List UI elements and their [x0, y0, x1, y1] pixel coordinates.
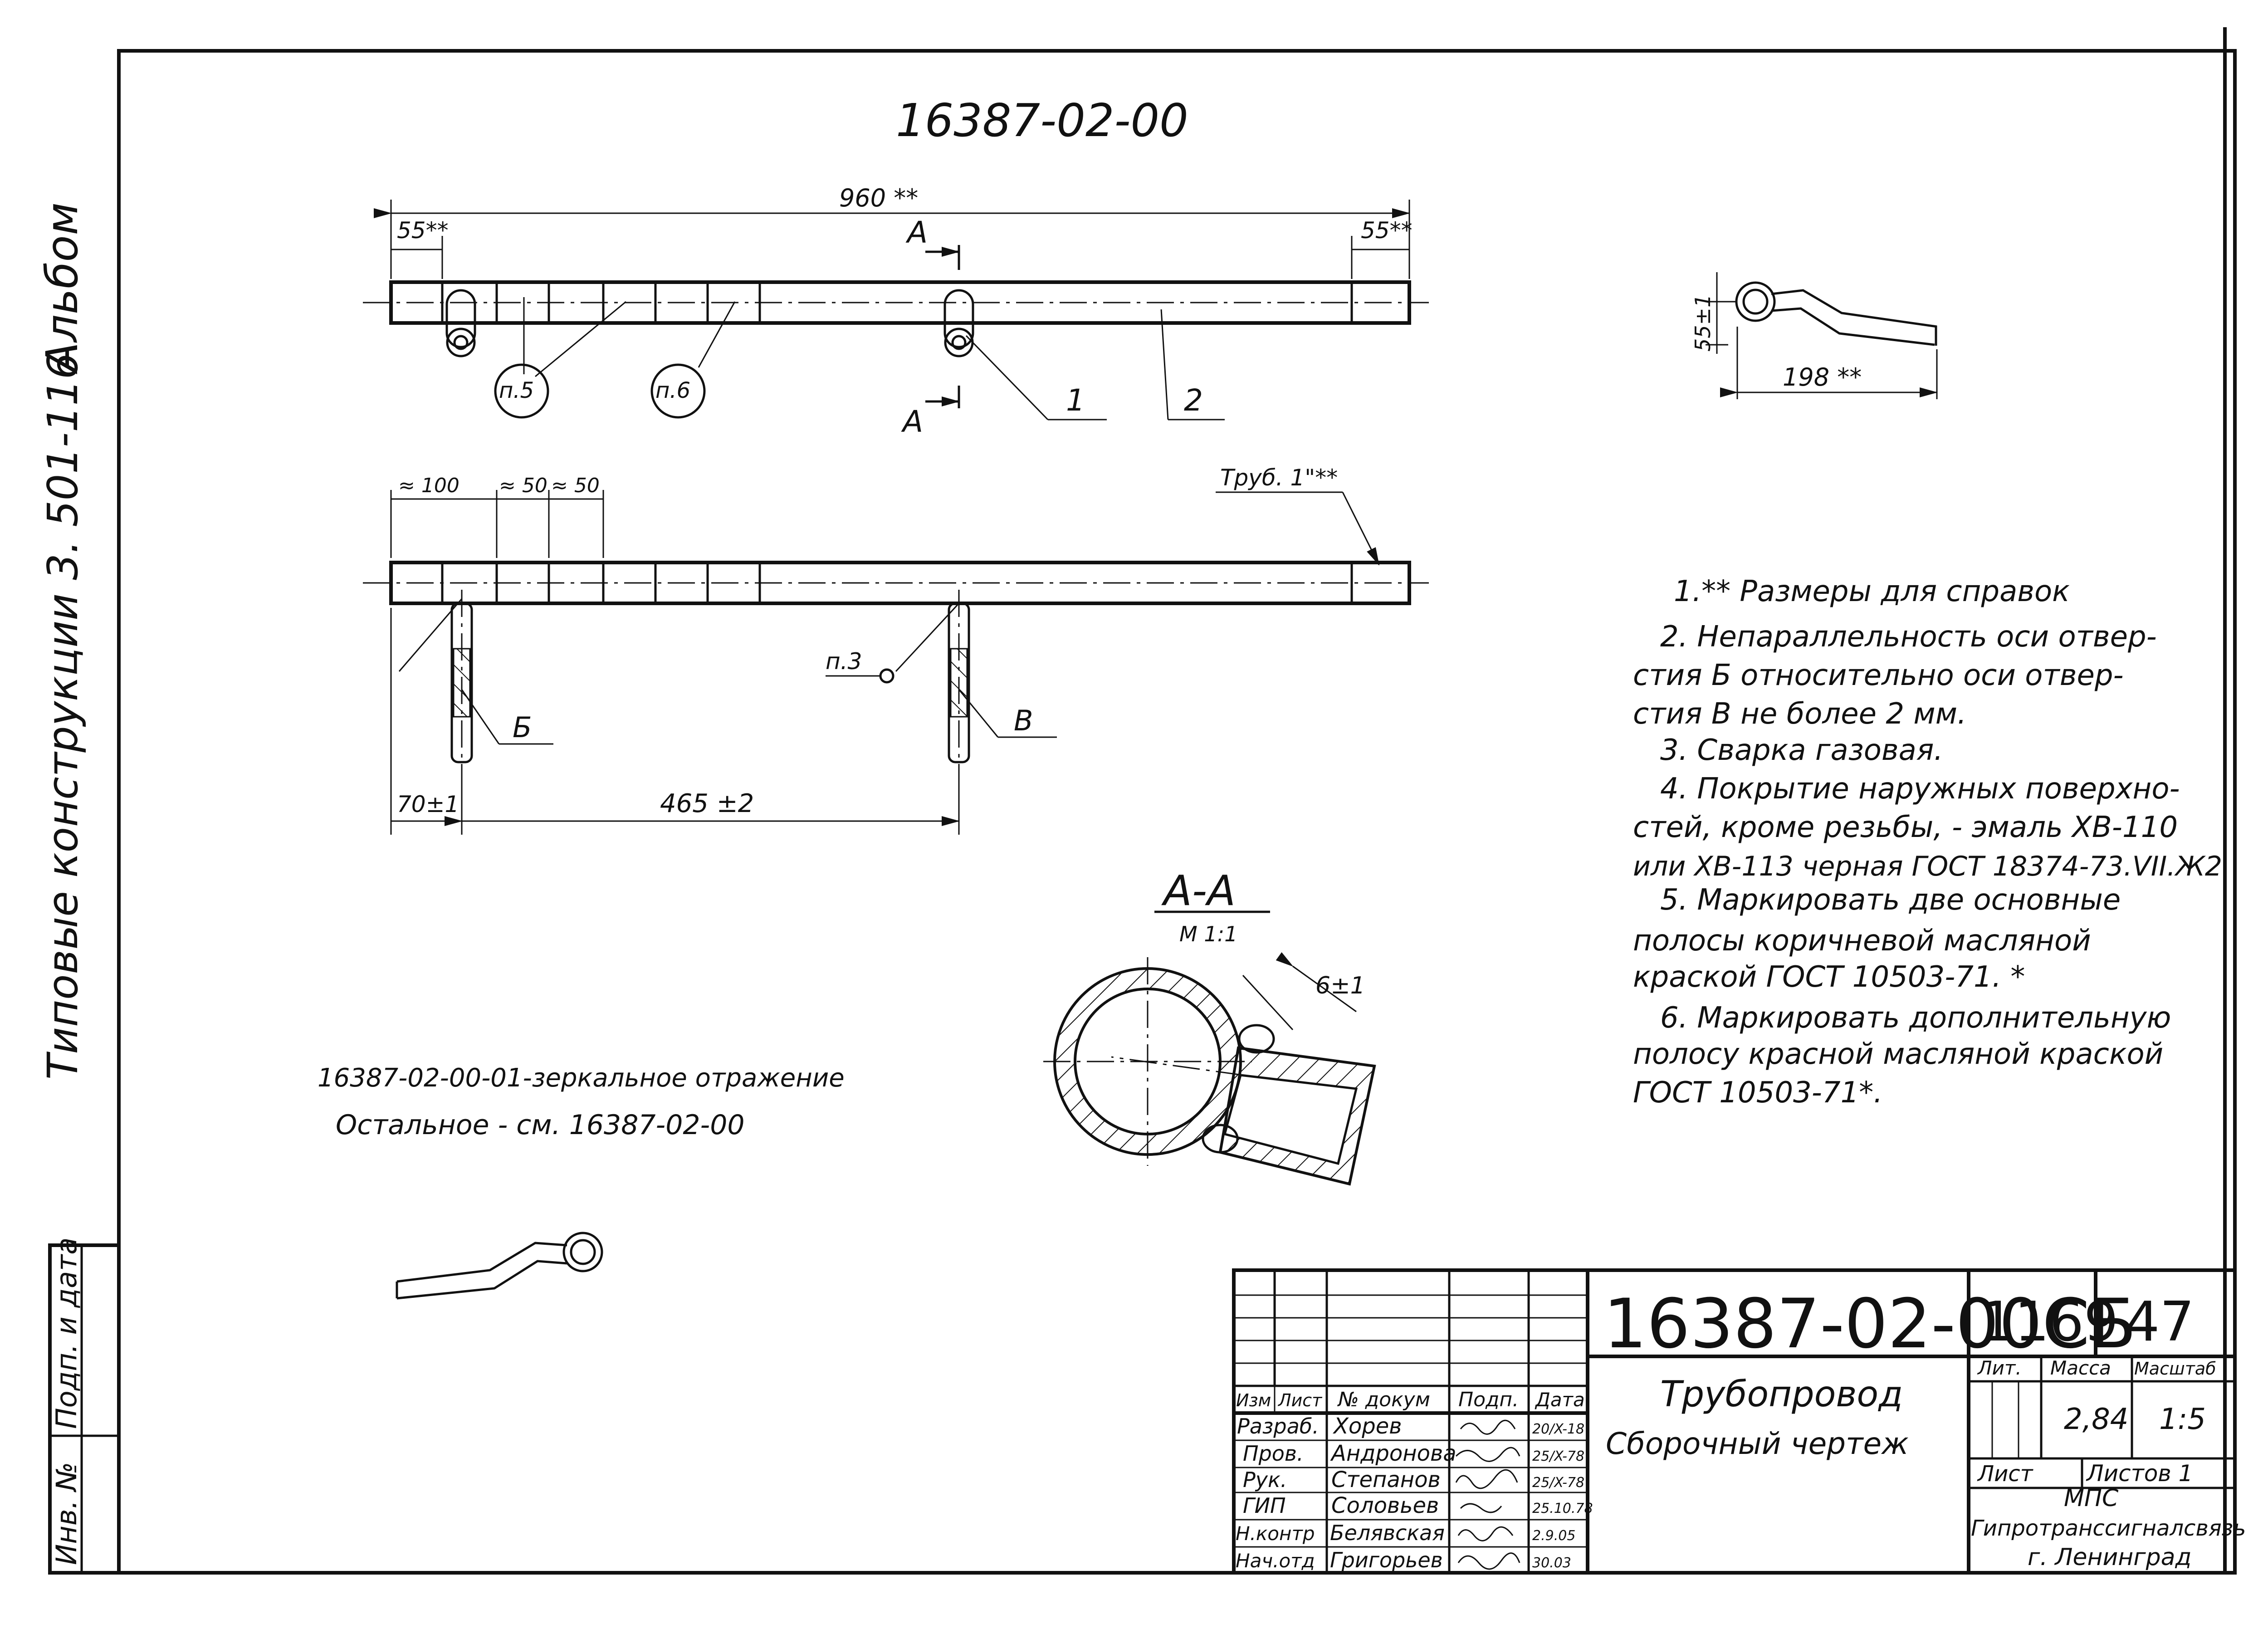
row-role: ГИП [1243, 1493, 1286, 1518]
row-role: Разраб. [1237, 1414, 1319, 1438]
note-line: 1.** Размеры для справок [1674, 575, 2070, 608]
row-role: Пров. [1243, 1441, 1304, 1466]
dim-55-side: 55±1 [1691, 294, 1715, 352]
mirror-sketch [396, 1232, 603, 1300]
note-line: стей, кроме резьбы, - эмаль ХВ-110 [1633, 811, 2178, 844]
note-line: или ХВ-113 черная ГОСТ 18374-73.VII.Ж2 [1633, 851, 2222, 882]
inv-no-label: Инв. № [50, 1462, 83, 1565]
scale-value: 1:5 [2159, 1403, 2206, 1436]
note-line: стия Б относительно оси отвер- [1633, 659, 2124, 692]
pos-2: 2 [1184, 383, 1203, 418]
dim-100: ≈ 100 [398, 474, 459, 497]
row-name: Григорьев [1330, 1548, 1443, 1572]
designation: 16387-02-00СБ [1603, 1285, 2136, 1364]
sign-date-label: Подп. и дата [50, 1238, 83, 1429]
mass-value: 2,84 [2064, 1403, 2129, 1436]
sheet-no: 47 [2125, 1291, 2195, 1354]
dim-50a: ≈ 50 [499, 474, 547, 497]
callout-p3: п.3 [826, 648, 862, 675]
label-v: В [1014, 704, 1033, 737]
callout-p5: п.5 [499, 378, 534, 403]
front-view: ≈ 100 ≈ 50 ≈ 50 Труб. 1"** п.3 Б В 70±1 … [363, 465, 1429, 835]
dim-198: 198 ** [1783, 363, 1862, 391]
note-line: 4. Покрытие наружных поверхно- [1660, 772, 2180, 806]
dim-6: 6±1 [1315, 972, 1365, 999]
note-line: стия В не более 2 мм. [1633, 697, 1966, 731]
note-line: 3. Сварка газовая. [1660, 734, 1943, 767]
row-role: Рук. [1243, 1468, 1287, 1492]
hdr-doc: № докум [1337, 1388, 1430, 1411]
row-date: 25/X-78 [1532, 1448, 1584, 1464]
row-name: Соловьев [1331, 1493, 1439, 1518]
callout-p6: п.6 [655, 378, 690, 403]
org-line1: МПС [2064, 1485, 2119, 1512]
row-role: Н.контр [1236, 1522, 1315, 1545]
code: 1169 [1980, 1291, 2118, 1354]
hdr-sign: Подп. [1458, 1388, 1519, 1411]
hdr-list: Лист [1277, 1390, 1323, 1410]
series-label: Типовые конструкции 3. 501-116 [39, 352, 87, 1080]
dim-465: 465 ±2 [660, 789, 754, 818]
note-line: ГОСТ 10503-71*. [1633, 1076, 1883, 1110]
row-date: 20/X-18 [1532, 1421, 1584, 1437]
album-label: Альбом [37, 202, 88, 375]
name-line2: Сборочный чертеж [1606, 1426, 1909, 1461]
row-name: Белявская [1330, 1521, 1445, 1545]
row-name: Хорев [1332, 1414, 1402, 1439]
note-line: краской ГОСТ 10503-71. * [1633, 960, 2025, 994]
title-block: Изм Лист № докум Подп. Дата Разраб. Хоре… [1232, 1268, 2246, 1575]
row-date: 25.10.78 [1532, 1501, 1593, 1517]
mirror-line1: 16387-02-00-01-зеркальное отражение [318, 1063, 845, 1093]
pos-1: 1 [1066, 383, 1085, 418]
dim-70: 70±1 [397, 791, 459, 817]
name-line1: Трубопровод [1660, 1374, 1903, 1415]
hdr-izm: Изм [1236, 1390, 1271, 1410]
technical-notes: 1.** Размеры для справок 2. Непараллельн… [1633, 575, 2222, 1110]
hdr-mass: Масса [2050, 1357, 2111, 1379]
dim-50b: ≈ 50 [551, 474, 600, 497]
hdr-date: Дата [1535, 1389, 1585, 1411]
row-date: 25/X-78 [1532, 1475, 1584, 1491]
row-name: Степанов [1331, 1467, 1441, 1492]
label-b: Б [513, 711, 532, 744]
row-role: Нач.отд [1236, 1550, 1315, 1572]
hdr-scale: Масштаб [2134, 1359, 2216, 1379]
org-line2: Гипротранссигналсвязь [1971, 1516, 2246, 1541]
drawing-number-top: 16387-02-00 [896, 94, 1188, 147]
section-mark-bottom: А [901, 404, 923, 439]
note-line: полосы коричневой масляной [1633, 924, 2091, 958]
row-name: Андронова [1330, 1441, 1457, 1466]
note-line: 6. Маркировать дополнительную [1660, 1001, 2171, 1035]
left-strip: Подп. и дата Инв. № [48, 1238, 121, 1575]
side-view: 55±1 198 ** [1691, 272, 1938, 399]
mirror-line2: Остальное - см. 16387-02-00 [336, 1109, 745, 1141]
dim-total-960: 960 ** [839, 184, 918, 212]
section-scale: М 1:1 [1179, 922, 1237, 946]
section-mark-top: А [905, 215, 928, 250]
row-date: 30.03 [1532, 1555, 1571, 1571]
pipe-label: Труб. 1"** [1220, 465, 1338, 491]
row-date: 2.9.05 [1532, 1528, 1575, 1544]
dim-left-55: 55** [397, 217, 449, 244]
hdr-lit: Лит. [1977, 1357, 2022, 1379]
section-title: А-А [1161, 866, 1236, 915]
dim-right-55: 55** [1361, 217, 1413, 244]
top-view: 960 ** 55** 55** А А п.5 п.6 1 2 [363, 184, 1429, 439]
list-label: Лист [1977, 1461, 2034, 1487]
lists-label: Листов 1 [2086, 1460, 2193, 1487]
signatures [1455, 1419, 1520, 1570]
note-line: полосу красной масляной краской [1633, 1037, 2163, 1071]
sheet-frame [117, 27, 2237, 1575]
note-line: 2. Непараллельность оси отвер- [1660, 620, 2157, 654]
note-line: 5. Маркировать две основные [1660, 883, 2121, 917]
section-aa: А-А М 1:1 6±1 [1043, 866, 1376, 1186]
org-line3: г. Ленинград [2028, 1544, 2191, 1571]
